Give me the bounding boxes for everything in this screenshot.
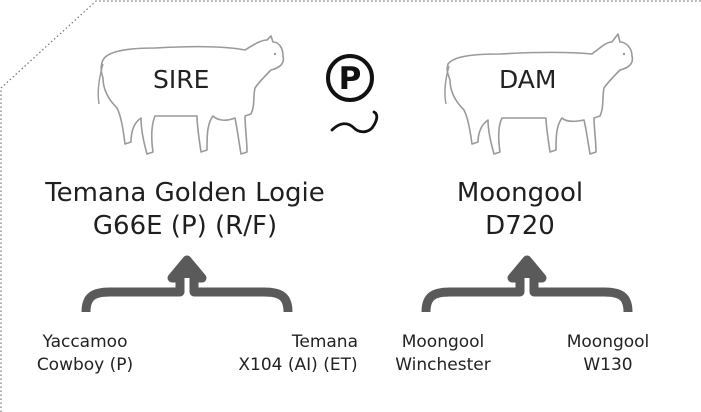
dam-cow-illustration [444, 33, 634, 155]
dam-name: Moongool D720 [420, 177, 620, 243]
sire-ancestor-2: Temana X104 (AI) (ET) [238, 332, 358, 375]
dam-name-line2: D720 [485, 211, 555, 241]
sire-bull-illustration [97, 35, 285, 155]
sire-label: SIRE [153, 65, 210, 94]
sire-brace-arrow [81, 255, 293, 313]
sire-ancestor-1: Yaccamoo Cowboy (P) [36, 332, 134, 375]
dam-ancestor-2: Moongool W130 [566, 332, 650, 375]
dam-label: DAM [499, 65, 557, 94]
sire-name-line1: Temana Golden Logie [45, 178, 325, 208]
polled-p-icon: P [326, 54, 379, 134]
dam-brace-arrow [421, 255, 633, 313]
sire-name-line2: G66E (P) (R/F) [92, 211, 278, 241]
dam-ancestor-1: Moongool Winchester [395, 332, 491, 375]
sire-name: Temana Golden Logie G66E (P) (R/F) [40, 177, 330, 243]
svg-text:P: P [339, 61, 362, 97]
dam-name-line1: Moongool [456, 178, 584, 208]
